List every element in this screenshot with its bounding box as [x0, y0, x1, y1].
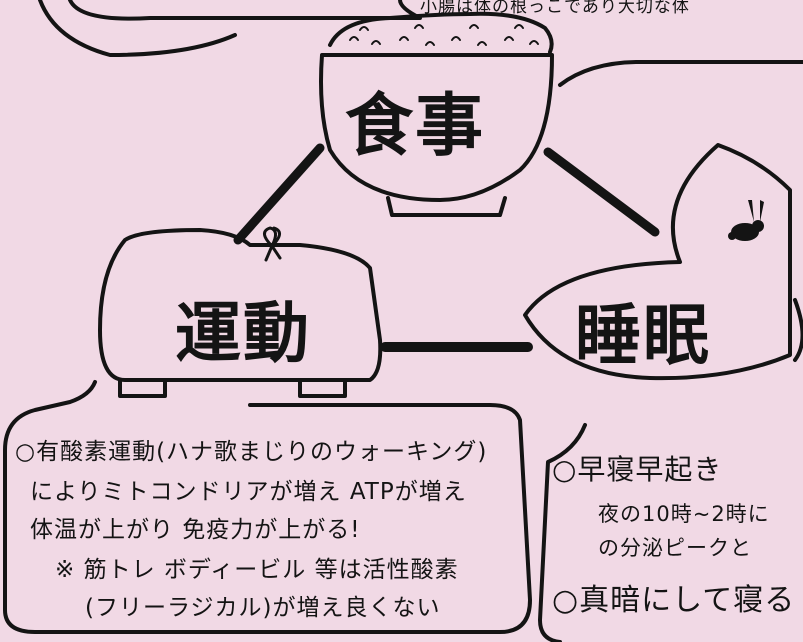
- sleep-label: 睡眠: [575, 296, 711, 374]
- exercise-note-line-2: によりミトコンドリアが増え ATPが増え: [30, 479, 467, 505]
- exercise-notes-bubble: [3, 380, 532, 634]
- rabbit-icon: [728, 200, 764, 241]
- right-top-bubble: [558, 60, 803, 87]
- exercise-note-line-3: 体温が上がり 免疫力が上がる!: [30, 517, 361, 543]
- sleep-note-line-1: ○早寝早起き: [552, 453, 723, 486]
- sleep-moon-outline: [523, 143, 792, 381]
- sleep-note-line-3: の分泌ピークと: [598, 536, 752, 560]
- top-bubble-tail: [38, 0, 237, 57]
- ribbon-icon: [263, 226, 282, 262]
- rice-bowl-icon: [319, 11, 554, 217]
- top-speech-bubble: [68, 0, 422, 21]
- exercise-note-line-1: ○有酸素運動(ハナ歌まじりのウォーキング): [15, 439, 488, 465]
- sleep-notes-bubble: [538, 423, 587, 642]
- sleep-note-line-4: ○真暗にして寝る: [552, 583, 796, 618]
- shoe-outline: [98, 228, 383, 382]
- sleep-note-line-2: 夜の10時~2時に: [598, 502, 770, 526]
- meal-label: 食事: [345, 86, 486, 166]
- connector-meal-sleep: [543, 147, 660, 237]
- connector-meal-exercise: [233, 143, 325, 245]
- exercise-note-line-4: ※ 筋トレ ボディービル 等は活性酸素: [55, 557, 459, 583]
- top-note-text: 小腸は体の根っこであり大切な体: [420, 0, 690, 17]
- exercise-note-line-5: (フリーラジカル)が増え良くない: [85, 595, 441, 621]
- exercise-label: 運動: [175, 294, 311, 372]
